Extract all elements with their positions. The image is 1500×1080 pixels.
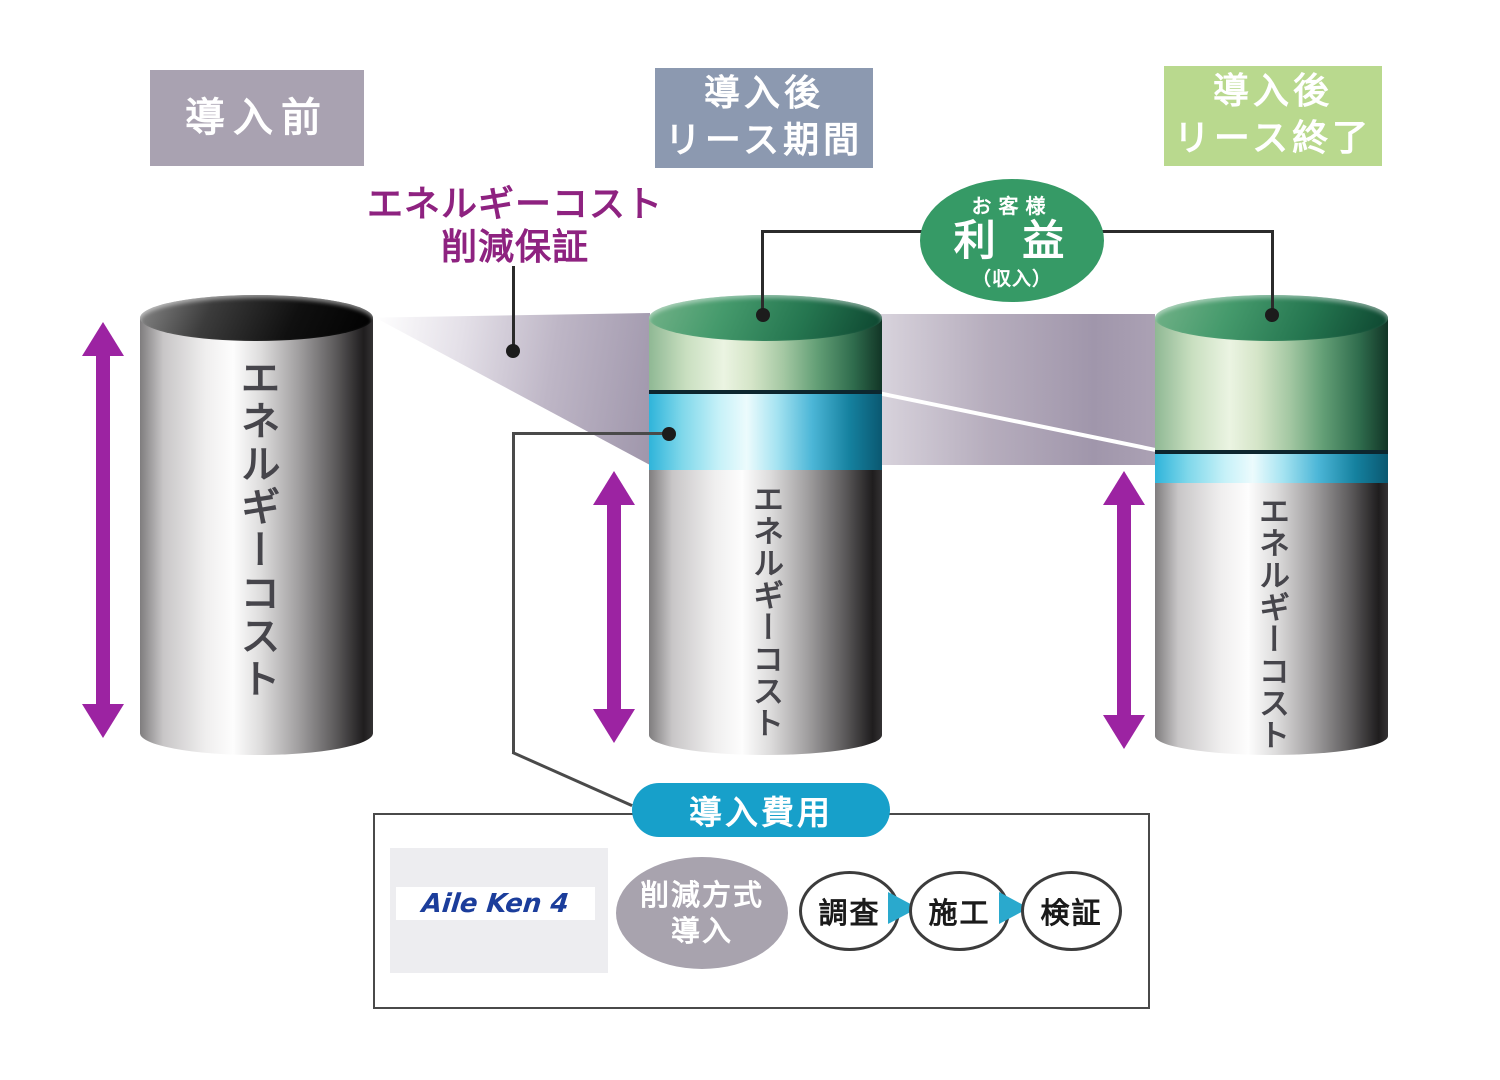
stage-before-text: 導入前 xyxy=(185,95,329,141)
arrow-shaft xyxy=(96,348,110,712)
introcost-connector-diag xyxy=(511,751,633,808)
introcost-connector-h xyxy=(514,432,670,435)
energy-cost-label-before: エネルギーコスト xyxy=(233,357,280,701)
profit-connector-right-dot xyxy=(1265,308,1279,322)
cylinder-before-top xyxy=(140,295,373,341)
arrow-head-down xyxy=(593,709,635,743)
cylinder-before-body xyxy=(140,318,373,755)
stage-after-line1: 導入後 xyxy=(1212,71,1333,113)
arrow-shaft xyxy=(1117,497,1131,723)
step-construction-label: 施工 xyxy=(928,896,991,930)
double-arrow-icon-before xyxy=(81,322,125,738)
double-arrow-icon-during xyxy=(592,471,636,743)
stage-during-line2: リース期間 xyxy=(664,120,864,161)
profit-connector-left-h xyxy=(761,230,933,233)
step-verification: 検証 xyxy=(1021,871,1122,951)
guarantee-connector-line xyxy=(512,266,515,352)
guarantee-connector-dot xyxy=(506,344,520,358)
stage-during-line1: 導入後 xyxy=(703,73,824,115)
profit-connector-right-h xyxy=(1098,230,1274,233)
vendor-logo: Aile Ken 4 xyxy=(396,887,595,920)
cylinder-during: エネルギーコスト xyxy=(649,295,882,773)
energy-cost-segment-after xyxy=(1155,483,1388,755)
step-construction: 施工 xyxy=(909,871,1010,951)
method-line2: 導入 xyxy=(670,914,733,948)
energy-cost-segment-during xyxy=(649,470,882,755)
stage-after-line2: リース終了 xyxy=(1173,118,1373,159)
introcost-connector-v xyxy=(512,432,515,754)
intro-cost-pill: 導入費用 xyxy=(632,783,890,837)
step-verification-label: 検証 xyxy=(1040,896,1103,930)
vendor-logo-text: Aile Ken 4 xyxy=(420,888,571,919)
cylinder-after: エネルギーコスト xyxy=(1155,295,1388,773)
profit-badge-sub: （収入） xyxy=(971,267,1052,290)
profit-badge-main: 利 益 xyxy=(953,216,1071,266)
profit-connector-left-v xyxy=(761,230,764,316)
stage-label-during: 導入後 リース期間 xyxy=(655,68,873,168)
intro-cost-label: 導入費用 xyxy=(689,793,833,832)
cylinder-before: エネルギーコスト xyxy=(140,295,373,773)
method-badge: 削減方式 導入 xyxy=(616,857,788,969)
profit-badge: お客様 利 益 （収入） xyxy=(920,179,1104,302)
method-line1: 削減方式 xyxy=(639,877,764,912)
lease-cost-segment-during xyxy=(649,390,882,478)
energy-cost-label-during: エネルギーコスト xyxy=(747,483,783,739)
stage-label-before: 導入前 xyxy=(150,70,364,166)
profit-connector-left-dot xyxy=(756,308,770,322)
guarantee-text: エネルギーコスト 削減保証 xyxy=(360,183,670,269)
profit-connector-right-v xyxy=(1271,230,1274,317)
double-arrow-icon-after xyxy=(1102,471,1146,749)
energy-cost-label-after: エネルギーコスト xyxy=(1253,495,1289,751)
arrow-head-down xyxy=(1103,715,1145,749)
stage-label-after: 導入後 リース終了 xyxy=(1164,66,1382,166)
guarantee-line1: エネルギーコスト xyxy=(366,184,663,225)
guarantee-line2: 削減保証 xyxy=(440,227,589,269)
introcost-connector-dot xyxy=(662,427,676,441)
arrow-shaft xyxy=(607,497,621,717)
profit-badge-top: お客様 xyxy=(971,194,1053,219)
arrow-head-down xyxy=(82,704,124,738)
step-survey-label: 調査 xyxy=(818,896,881,930)
step-survey: 調査 xyxy=(799,871,900,951)
